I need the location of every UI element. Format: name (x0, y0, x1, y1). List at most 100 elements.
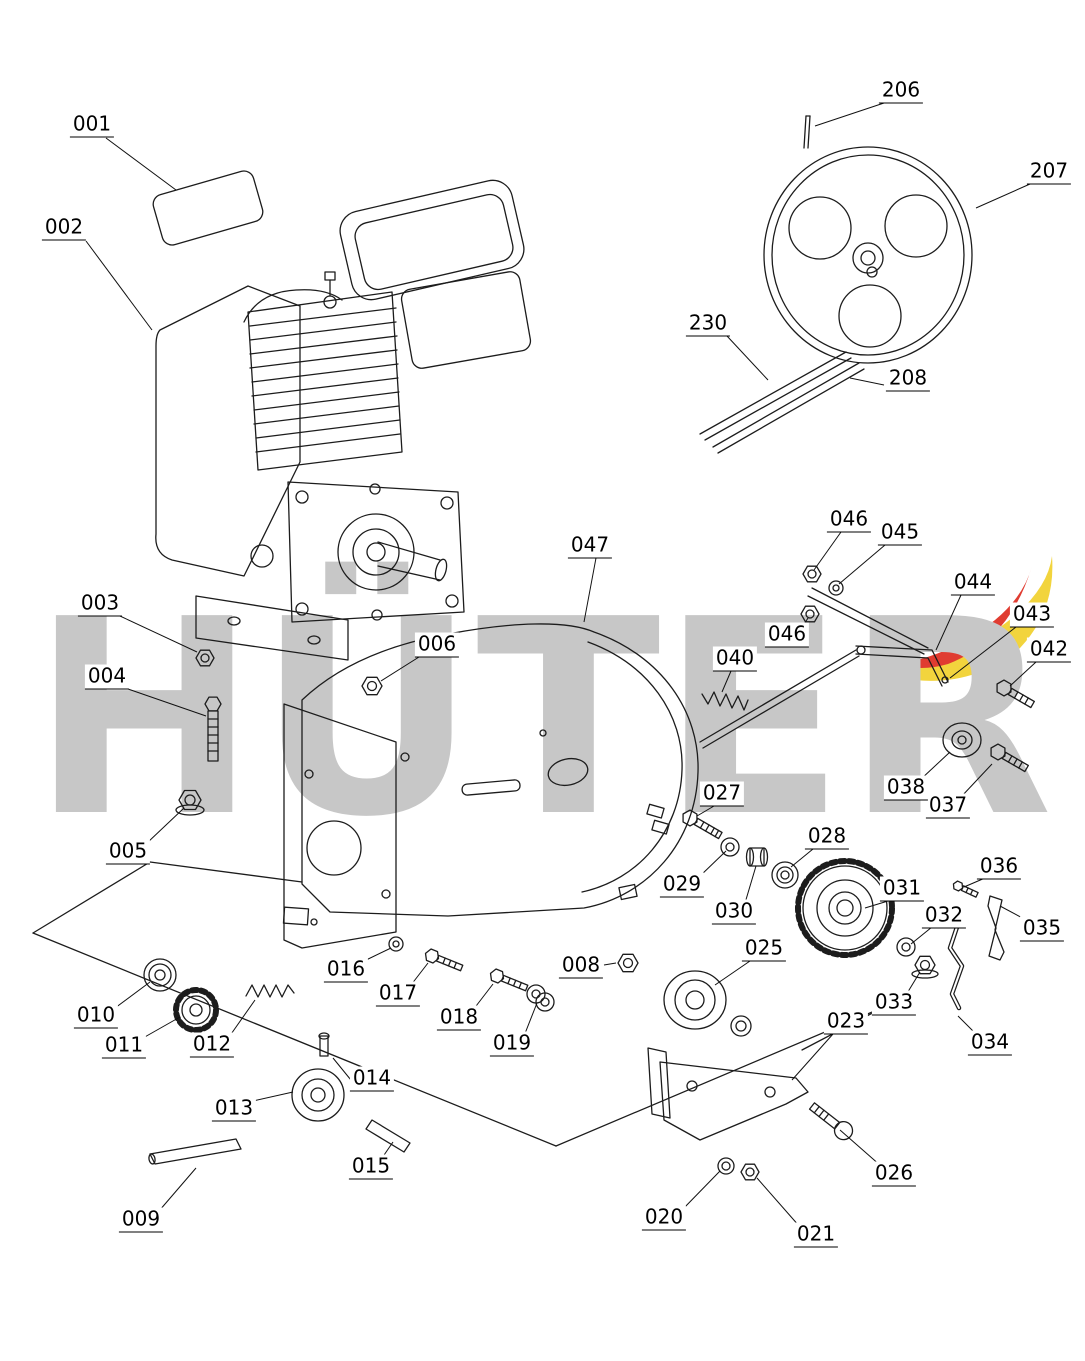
leader-line-001 (105, 137, 177, 191)
part-label-020[interactable]: 020 (641, 1205, 687, 1231)
part-label-015[interactable]: 015 (348, 1154, 394, 1180)
part-label-035[interactable]: 035 (1019, 916, 1065, 942)
leader-line-032 (910, 926, 933, 945)
part-207-wheel (763, 146, 973, 364)
leader-line-038 (919, 751, 951, 781)
part-label-029[interactable]: 029 (659, 872, 705, 898)
leader-line-031 (864, 900, 889, 909)
leader-line-040 (721, 670, 732, 693)
part-036-screw (952, 880, 979, 898)
part-009-shaft (148, 1138, 242, 1165)
part-046-nut-lower (800, 605, 820, 623)
part-label-037[interactable]: 037 (925, 793, 971, 819)
part-label-016[interactable]: 016 (323, 957, 369, 983)
part-label-043[interactable]: 043 (1009, 602, 1055, 628)
part-017-bolt (424, 948, 464, 972)
part-label-018[interactable]: 018 (436, 1005, 482, 1031)
part-label-206[interactable]: 206 (878, 78, 924, 104)
leader-line-025 (714, 960, 751, 986)
part-label-046[interactable]: 046 (764, 622, 810, 648)
leader-line-026 (839, 1129, 882, 1167)
leader-line-010 (114, 981, 151, 1009)
part-010-bearing (143, 958, 177, 992)
leader-line-021 (756, 1177, 801, 1228)
leader-line-012 (228, 999, 256, 1038)
leader-line-036 (963, 877, 986, 888)
part-label-031[interactable]: 031 (879, 876, 925, 902)
part-028-bearing (771, 861, 799, 889)
part-label-023[interactable]: 023 (823, 1009, 869, 1035)
part-label-034[interactable]: 034 (967, 1030, 1013, 1056)
part-label-006[interactable]: 006 (414, 632, 460, 658)
leader-line-002 (85, 240, 153, 331)
part-label-005[interactable]: 005 (105, 839, 151, 865)
part-label-014[interactable]: 014 (349, 1066, 395, 1092)
part-label-032[interactable]: 032 (921, 903, 967, 929)
leader-line-017 (410, 962, 429, 986)
part-005-flange-nut (175, 789, 205, 816)
part-label-013[interactable]: 013 (211, 1096, 257, 1122)
part-label-025[interactable]: 025 (741, 936, 787, 962)
part-label-046[interactable]: 046 (826, 507, 872, 533)
part-label-004[interactable]: 004 (84, 664, 130, 690)
part-label-044[interactable]: 044 (950, 570, 996, 596)
part-label-001[interactable]: 001 (69, 112, 115, 138)
watermark-swoosh-yellow (898, 556, 1053, 681)
part-label-040[interactable]: 040 (712, 646, 758, 672)
leader-line-003 (119, 615, 198, 653)
part-label-047[interactable]: 047 (567, 533, 613, 559)
leader-line-028 (790, 848, 814, 868)
part-label-002[interactable]: 002 (41, 215, 87, 241)
leader-line-019 (523, 1002, 538, 1037)
leader-line-027 (696, 805, 715, 817)
part-040-spring (701, 691, 749, 711)
part-label-033[interactable]: 033 (871, 990, 917, 1016)
part-label-012[interactable]: 012 (189, 1032, 235, 1058)
leader-line-206 (814, 102, 885, 127)
leader-line-013 (252, 1091, 294, 1102)
part-label-042[interactable]: 042 (1026, 637, 1072, 663)
part-label-028[interactable]: 028 (804, 824, 850, 850)
leader-line-208 (849, 377, 885, 386)
leader-line-030 (744, 865, 757, 904)
part-label-010[interactable]: 010 (73, 1003, 119, 1029)
part-label-026[interactable]: 026 (871, 1161, 917, 1187)
part-label-208[interactable]: 208 (885, 366, 931, 392)
part-018-bolt (489, 968, 529, 992)
part-label-008[interactable]: 008 (558, 953, 604, 979)
part-045-washer (828, 580, 844, 596)
part-label-036[interactable]: 036 (976, 854, 1022, 880)
part-label-017[interactable]: 017 (375, 981, 421, 1007)
leader-line-008 (603, 962, 617, 966)
leader-line-044 (935, 594, 962, 651)
part-031-gear (795, 858, 895, 958)
part-038-bushing (942, 722, 982, 758)
part-030-spacer (745, 847, 769, 867)
part-label-230[interactable]: 230 (685, 311, 731, 337)
part-label-030[interactable]: 030 (711, 899, 757, 925)
leader-line-004 (127, 688, 207, 717)
leader-line-005 (146, 807, 185, 844)
part-037-bolt (990, 743, 1029, 773)
part-001-cover-plate (152, 170, 264, 246)
part-label-003[interactable]: 003 (77, 591, 123, 617)
part-032-washer (896, 937, 916, 957)
part-label-011[interactable]: 011 (101, 1033, 147, 1059)
part-023-bracket (647, 1047, 809, 1141)
part-label-038[interactable]: 038 (883, 775, 929, 801)
leader-line-207 (975, 183, 1031, 209)
leader-line-045 (838, 544, 886, 585)
part-label-009[interactable]: 009 (118, 1207, 164, 1233)
part-label-019[interactable]: 019 (489, 1031, 535, 1057)
part-042-bolt (996, 679, 1035, 709)
part-label-207[interactable]: 207 (1026, 159, 1072, 185)
part-002-engine (155, 179, 532, 661)
part-035-bracket (987, 895, 1005, 961)
part-label-027[interactable]: 027 (699, 781, 745, 807)
part-label-045[interactable]: 045 (877, 520, 923, 546)
part-label-021[interactable]: 021 (793, 1222, 839, 1248)
leader-line-047 (583, 557, 597, 623)
leader-line-230 (726, 335, 769, 381)
